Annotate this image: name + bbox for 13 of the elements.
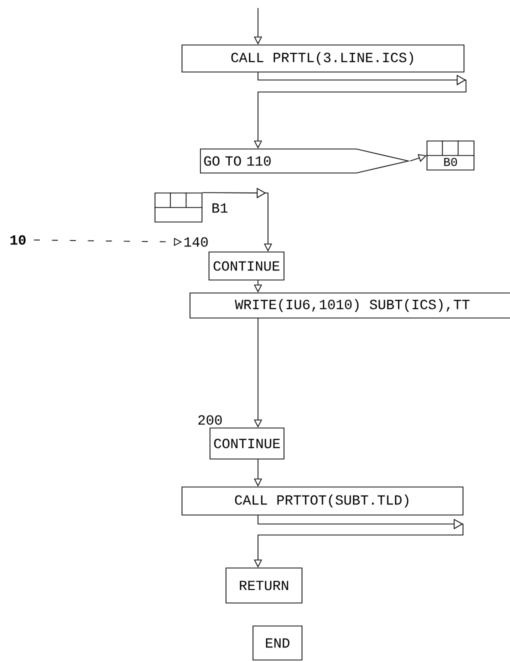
process-box: CONTINUE	[208, 252, 284, 280]
process-box: WRITE(IU6,1010) SUBT(ICS),TT	[190, 292, 510, 318]
connector-block: B0	[426, 140, 475, 170]
statement-number: 200	[198, 415, 222, 425]
process-box: CALL PRTTL(3.LINE.ICS)	[182, 44, 464, 72]
statement-number: 140	[184, 237, 208, 247]
process-box: RETURN	[226, 568, 302, 604]
goto-box: GO TO 110	[200, 148, 410, 174]
block-label: B1	[212, 203, 228, 213]
statement-number: 10	[10, 235, 26, 245]
process-box: CALL PRTTOT(SUBT.TLD)	[182, 486, 464, 516]
process-box: CONTINUE	[210, 428, 284, 460]
process-box: END	[252, 626, 302, 660]
